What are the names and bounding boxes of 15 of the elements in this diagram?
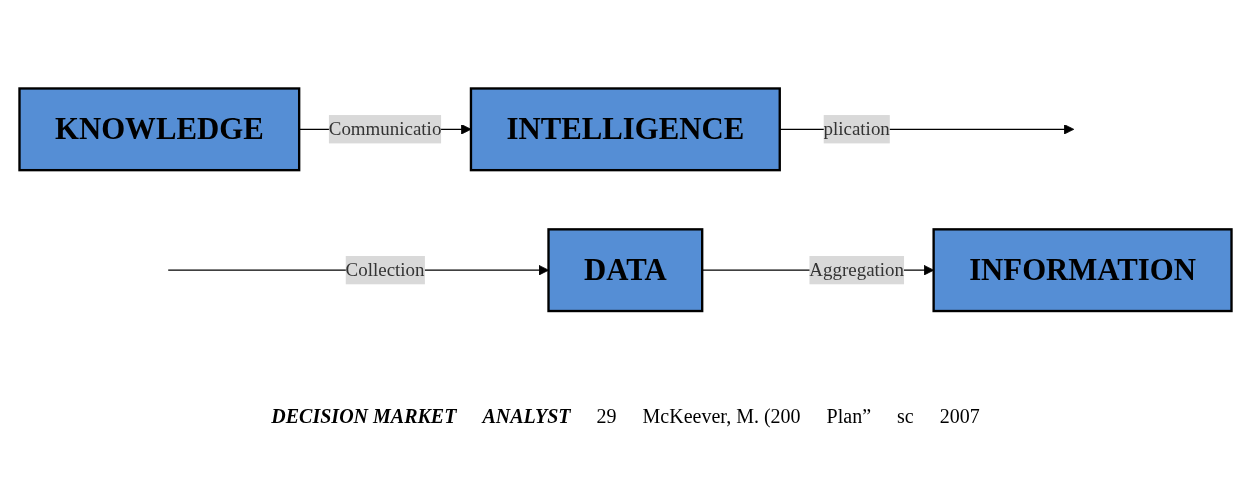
footnote-fragment: Plan” [826, 405, 871, 428]
role-label: DECISION MARKET [271, 405, 457, 428]
role-label: ANALYST [482, 405, 571, 428]
edge-label: Collection [345, 259, 425, 280]
footnote-fragment: 29 [596, 405, 617, 428]
footnote-fragment: sc [897, 405, 914, 428]
node-box: DATA [547, 228, 704, 313]
footnote-fragment: 2007 [939, 405, 980, 428]
edge-label: Communicatio [328, 118, 442, 140]
node-box: KNOWLEDGE [18, 87, 301, 172]
footnote-fragment: McKeever, M. (200 [642, 405, 801, 428]
node-box: INFORMATION [932, 228, 1233, 313]
node-box: INTELLIGENCE [469, 87, 781, 172]
edge-label: plication [823, 118, 890, 140]
edge-label: Aggregation [809, 259, 905, 280]
